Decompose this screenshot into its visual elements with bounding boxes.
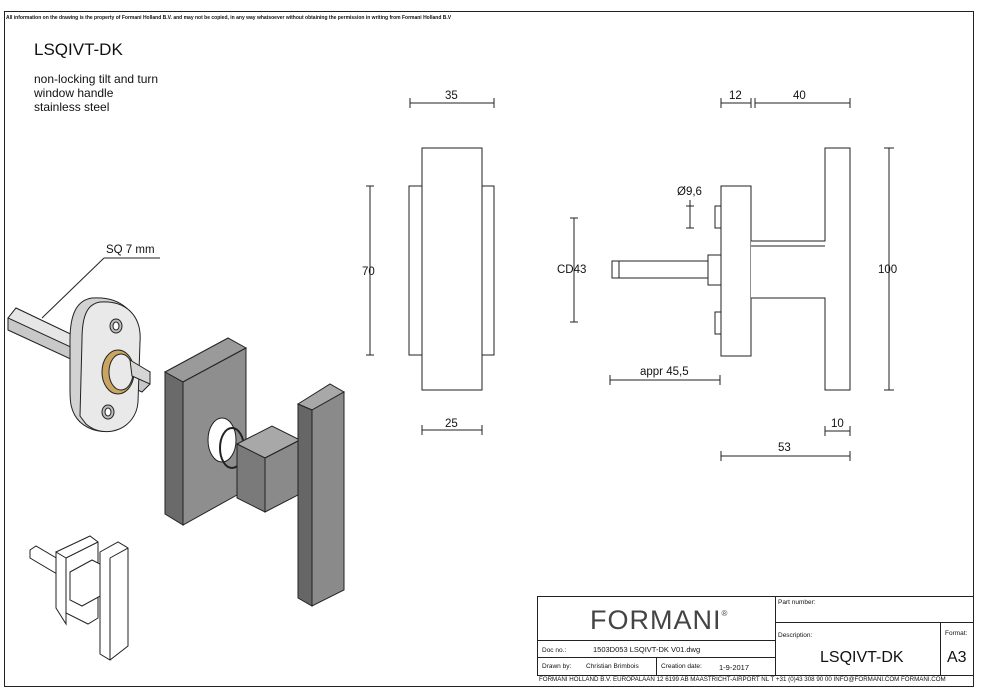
format-cell: Format: A3 <box>940 622 974 676</box>
isometric-exploded-view <box>7 257 346 607</box>
dim-handle-thickness: 10 <box>831 418 844 430</box>
logo-cell: FORMANI® <box>537 596 776 641</box>
creation-date-value: 1-9-2017 <box>719 663 750 672</box>
front-rose-left <box>408 185 422 356</box>
dim-front-width-bottom: 25 <box>445 418 458 430</box>
iso-block-side <box>164 371 184 526</box>
product-description: non-locking tilt and turn window handle … <box>34 72 158 114</box>
creation-date-cell: Creation date: 1-9-2017 <box>656 657 776 676</box>
side-view <box>570 98 894 461</box>
doc-no-value: 1503D053 LSQIVT-DK V01.dwg <box>593 645 701 654</box>
format-value: A3 <box>947 649 967 666</box>
description-line-2: window handle <box>34 86 114 100</box>
part-number-cell: Part number: <box>775 596 974 623</box>
description-label: Description: <box>778 632 813 639</box>
dim-overall-depth: 53 <box>778 442 791 454</box>
screw-boss-top <box>714 205 722 229</box>
description-line-1: non-locking tilt and turn <box>34 72 159 86</box>
company-footer: FORMANI HOLLAND B.V. EUROPALAAN 12 6199 … <box>539 676 946 683</box>
front-view <box>366 98 495 435</box>
dim-handle-height: 100 <box>878 264 897 276</box>
screw-boss-bottom <box>714 311 722 335</box>
front-handle-outline <box>421 147 483 391</box>
product-code-title: LSQIVT-DK <box>34 40 123 59</box>
iso-handle-grip-front <box>311 391 345 607</box>
description-line-3: stainless steel <box>34 100 110 114</box>
title-block: FORMANI® Part number: Description: LSQIV… <box>537 596 974 687</box>
side-handle <box>751 147 851 391</box>
dim-spindle-length: appr 45,5 <box>640 366 689 378</box>
drawing-frame <box>4 11 974 687</box>
dim-rose-depth: 12 <box>729 90 742 102</box>
spindle-callout: SQ 7 mm <box>106 244 155 256</box>
part-number-label: Part number: <box>778 599 816 606</box>
dim-front-width-top: 35 <box>445 90 458 102</box>
side-rose <box>720 185 752 357</box>
description-cell: Description: LSQIVT-DK <box>775 622 941 676</box>
drawn-by-value: Christian Brimbois <box>586 663 639 670</box>
doc-no-label: Doc no.: <box>542 647 567 654</box>
dimension-labels: 35 70 25 12 40 Ø9,6 CD43 appr 45,5 100 1… <box>106 90 897 454</box>
doc-no-cell: Doc no.: 1503D053 LSQIVT-DK V01.dwg <box>537 640 776 658</box>
dim-handle-depth: 40 <box>793 90 806 102</box>
spindle-collar <box>707 254 722 286</box>
small-iso-sketch <box>29 535 129 661</box>
front-rose-right <box>482 185 495 356</box>
drawn-by-label: Drawn by: <box>542 663 572 670</box>
formani-logo: FORMANI® <box>590 605 729 635</box>
dim-center-distance: CD43 <box>557 264 586 276</box>
drawn-by-cell: Drawn by: Christian Brimbois <box>537 657 657 676</box>
description-value: LSQIVT-DK <box>820 649 904 666</box>
spindle <box>611 260 709 279</box>
creation-date-label: Creation date: <box>661 663 702 670</box>
dim-diameter: Ø9,6 <box>677 186 702 198</box>
format-label: Format: <box>945 630 968 637</box>
copyright-notice: All information on the drawing is the pr… <box>6 15 452 21</box>
dim-front-height: 70 <box>362 266 375 278</box>
